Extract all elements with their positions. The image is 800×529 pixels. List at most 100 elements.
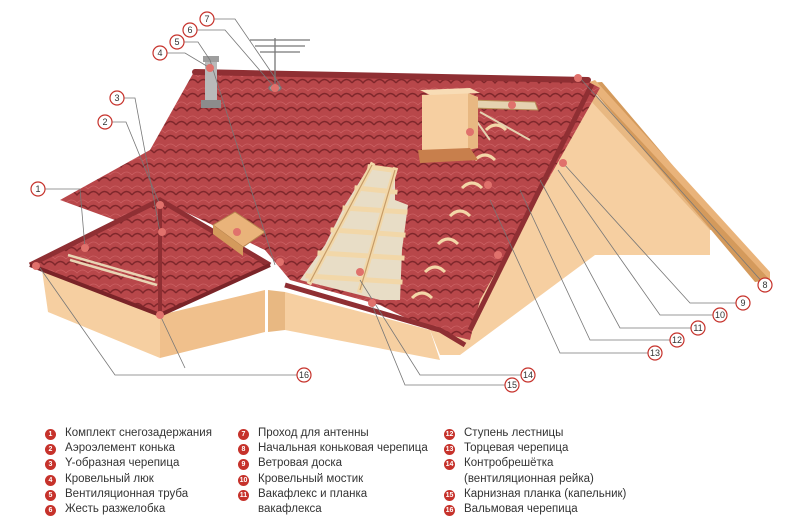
snow-guard: [67, 253, 158, 287]
svg-text:14: 14: [523, 370, 533, 380]
callout-15: 15: [504, 377, 520, 393]
callout-10: 10: [712, 307, 728, 323]
ridge: [192, 69, 591, 83]
legend-number-badge: 13: [444, 444, 455, 456]
legend-label: Аэроэлемент конька: [65, 442, 175, 455]
legend-label: Вакафлекс и планка: [258, 487, 368, 500]
callout-7: 7: [199, 11, 215, 27]
legend-item-15: 15 Карнизная планка (капельник): [444, 487, 627, 504]
svg-text:5: 5: [174, 37, 179, 47]
legend-number-badge: 1: [45, 429, 56, 440]
callout-4: 4: [152, 45, 168, 61]
legend-item-11-cont: вакафлекса: [238, 502, 428, 519]
legend-label: Y-образная черепица: [65, 457, 180, 470]
legend-item-9: 9 Ветровая доска: [238, 458, 428, 473]
legend-item-10: 10 Кровельный мостик: [238, 472, 428, 489]
svg-text:6: 6: [187, 25, 192, 35]
legend-number-badge: 2: [45, 444, 56, 456]
legend-number-badge: 5: [45, 489, 56, 501]
callout-16: 16: [296, 367, 312, 383]
legend-item-11: 11 Вакафлекс и планка: [238, 487, 428, 504]
legend-number-badge: 14: [444, 459, 455, 471]
svg-text:11: 11: [693, 323, 702, 333]
callout-9: 9: [735, 295, 751, 311]
legend-number-badge: 6: [45, 504, 56, 516]
right-gable-wall: [430, 80, 770, 355]
legend-item-14: 14 Контробрешётка: [444, 458, 626, 473]
legend-label: Вальмовая черепица: [464, 502, 578, 515]
svg-text:8: 8: [762, 280, 767, 290]
callout-6: 6: [182, 22, 198, 38]
legend-item-1: 1 Комплект снегозадержания: [45, 427, 212, 443]
legend-item-3: 3 Y-образная черепица: [45, 458, 212, 473]
callout-8: 8: [757, 277, 773, 293]
legend-label: вакафлекса: [258, 502, 322, 515]
legend-number-badge: 16: [444, 504, 455, 516]
roof-diagram: 1 2 3 4 5 6 7 8 9 10 11 12 13 14 15 16: [28, 11, 773, 393]
legend-label: Карнизная планка (капельник): [464, 487, 627, 500]
legend-label: Начальная коньковая черепица: [258, 442, 428, 455]
svg-text:9: 9: [740, 298, 745, 308]
svg-text:1: 1: [35, 184, 40, 194]
legend-label: Комплект снегозадержания: [65, 427, 212, 439]
callout-14: 14: [520, 367, 536, 383]
legend-column-1: 1 Комплект снегозадержания 2 Аэроэлемент к…: [45, 427, 212, 519]
legend-column-2: 7 Проход для антенны 8 Начальная коньковая…: [238, 427, 428, 519]
callout-5: 5: [169, 34, 185, 50]
legend-number-badge: 3: [45, 459, 56, 471]
legend-item-14-cont: (вентиляционная рейка): [444, 472, 626, 489]
legend-item-5: 5 Вентиляционная труба: [45, 487, 212, 504]
verge-edge: [467, 82, 595, 332]
svg-text:12: 12: [672, 335, 682, 345]
legend-item-4: 4 Кровельный люк: [45, 472, 212, 489]
svg-text:2: 2: [102, 117, 107, 127]
legend-item-2: 2 Аэроэлемент конька: [45, 443, 212, 458]
legend-label: Проход для антенны: [258, 427, 369, 439]
legend-label: Ветровая доска: [258, 457, 343, 470]
svg-text:15: 15: [507, 380, 517, 390]
legend-label: Торцевая черепица: [464, 442, 569, 455]
legend-number-badge: 4: [45, 474, 56, 486]
markers: [32, 64, 582, 319]
chimney: [418, 88, 480, 163]
svg-text:7: 7: [204, 14, 209, 24]
legend-column-3: 12 Ступень лестницы 13 Торцевая черепица 1…: [444, 427, 627, 519]
exposed-battens: [300, 161, 408, 300]
legend-label: (вентиляционная рейка): [464, 472, 594, 485]
svg-text:13: 13: [650, 348, 660, 358]
legend-label: Контробрешётка: [464, 457, 554, 470]
svg-text:10: 10: [715, 310, 725, 320]
callout-13: 13: [647, 345, 663, 361]
front-walls: [42, 270, 440, 360]
legend-number-badge: 12: [444, 429, 455, 440]
svg-text:4: 4: [157, 48, 162, 58]
legend-label: Кровельный мостик: [258, 472, 364, 485]
legend-label: Кровельный люк: [65, 472, 154, 485]
callouts: 1 2 3 4 5 6 7 8 9 10 11 12 13 14 15 16: [30, 11, 773, 393]
callout-1: 1: [30, 181, 46, 197]
svg-text:16: 16: [299, 370, 309, 380]
legend-number-badge: 11: [238, 489, 249, 501]
callout-3: 3: [109, 90, 125, 106]
legend-item-6: 6 Жесть разжелобка: [45, 502, 212, 519]
leader-lines: [39, 18, 766, 386]
callout-12: 12: [669, 332, 685, 348]
legend-number-badge: 15: [444, 489, 455, 501]
legend-item-12: 12 Ступень лестницы: [444, 427, 626, 443]
legend-item-8: 8 Начальная коньковая черепица: [238, 443, 428, 458]
legend-number-badge: 10: [238, 474, 249, 486]
svg-text:3: 3: [114, 93, 119, 103]
legend-item-7: 7 Проход для антенны: [238, 427, 428, 443]
callout-11: 11: [690, 320, 706, 336]
legend-item-13: 13 Торцевая черепица: [444, 443, 626, 458]
legend-item-16: 16 Вальмовая черепица: [444, 502, 626, 519]
callout-2: 2: [97, 114, 113, 130]
legend-number-badge: 8: [238, 444, 249, 456]
legend-number-badge: 9: [238, 459, 249, 471]
legend-label: Ступень лестницы: [464, 427, 564, 439]
eave-edge: [284, 282, 467, 348]
ladder-steps: [410, 123, 508, 300]
legend-label: Жесть разжелобка: [65, 502, 166, 515]
legend-number-badge: 7: [238, 429, 249, 440]
legend-label: Вентиляционная труба: [65, 487, 189, 500]
